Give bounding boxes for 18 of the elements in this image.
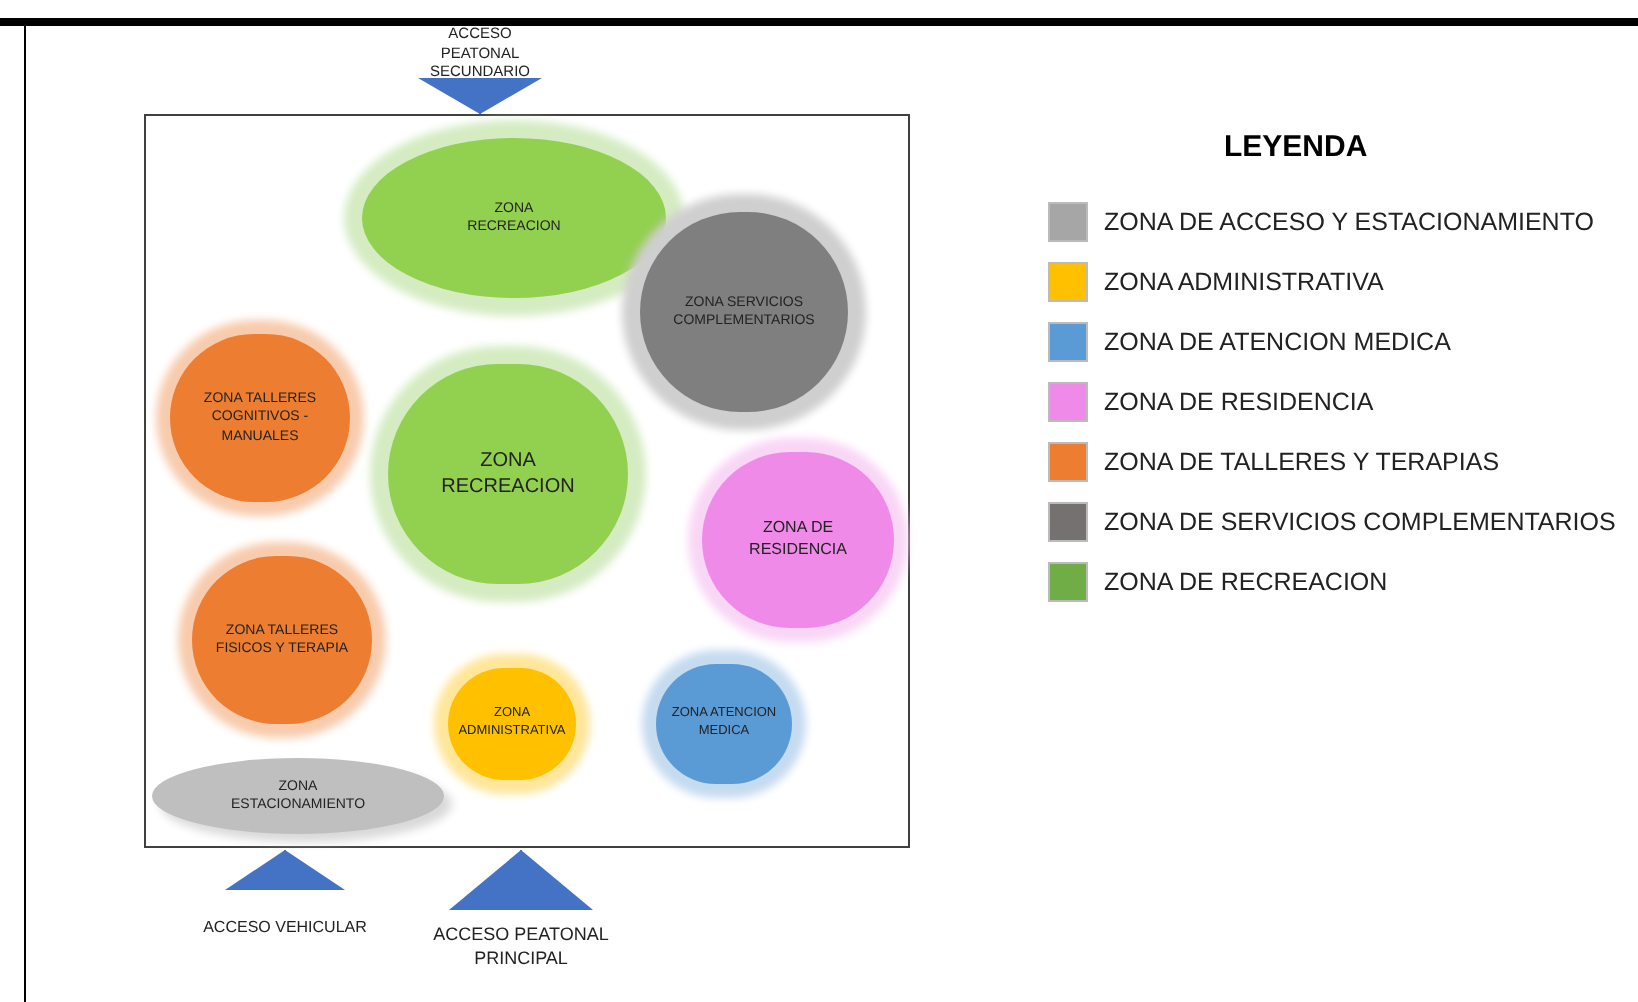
access-label: ACCESO PEATONAL PRINCIPAL: [431, 923, 611, 971]
legend-title: LEYENDA: [1224, 128, 1368, 168]
legend-label: ZONA DE RESIDENCIA: [1104, 385, 1374, 420]
access-arrow: [418, 77, 542, 115]
legend-label: ZONA ADMINISTRATIVA: [1104, 265, 1384, 300]
access-label: ACCESO VEHICULAR: [201, 918, 369, 940]
legend-label: ZONA DE RECREACION: [1104, 565, 1388, 600]
access-arrow: [225, 849, 345, 891]
access-arrow: [449, 849, 593, 911]
zone-label: ZONA DE RESIDENCIA: [747, 518, 849, 562]
legend-label: ZONA DE SERVICIOS COMPLEMENTARIOS: [1104, 505, 1616, 540]
legend-label: ZONA DE TALLERES Y TERAPIAS: [1104, 445, 1500, 480]
zone-label: ZONA RECREACION: [439, 447, 577, 501]
zone-ellipse: [362, 138, 666, 298]
legend-label: ZONA DE ACCESO Y ESTACIONAMIENTO: [1104, 205, 1594, 240]
legend-label: ZONA DE ATENCION MEDICA: [1104, 325, 1451, 360]
zone-ellipse: [152, 758, 444, 834]
site-boundary: [144, 114, 910, 848]
